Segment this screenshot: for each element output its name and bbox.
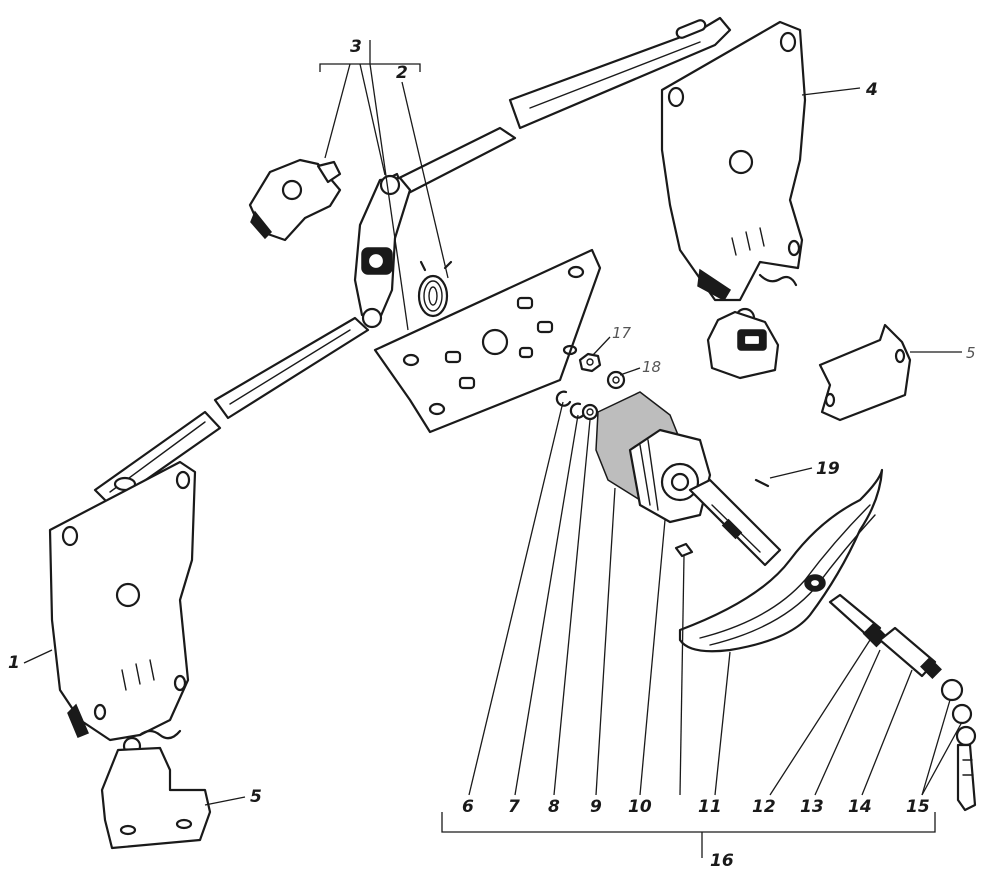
callout-4: 4 — [865, 80, 878, 100]
snap-ring-part-7 — [569, 402, 586, 419]
callout-10: 10 — [628, 797, 652, 817]
hinge-assembly-part-1 — [48, 460, 197, 756]
callout-2: 2 — [396, 63, 408, 83]
keys-part-15 — [940, 678, 977, 812]
callout-7: 7 — [508, 797, 520, 817]
callout-1: 1 — [8, 653, 20, 673]
lock-washer-part-18 — [606, 370, 626, 390]
t-handle-part-11 — [678, 468, 884, 653]
snap-ring-part-6 — [555, 390, 572, 407]
bracket-part-5-right — [818, 323, 912, 422]
bracket-part-5-left — [100, 746, 212, 850]
callout-19: 19 — [816, 459, 840, 479]
callout-6: 6 — [462, 797, 474, 817]
pin-part-19 — [754, 478, 770, 488]
pivot-lever-part-3 — [353, 174, 412, 329]
mounting-plate — [373, 248, 602, 434]
callout-12: 12 — [752, 797, 776, 817]
lower-link-rod — [93, 316, 370, 507]
callout-8: 8 — [548, 797, 560, 817]
callout-14: 14 — [848, 797, 872, 817]
lock-cylinder-assembly — [828, 593, 942, 679]
callout-18: 18 — [642, 358, 661, 376]
callout-17: 17 — [612, 324, 632, 342]
callout-15: 15 — [906, 797, 930, 817]
callout-3: 3 — [350, 37, 362, 57]
key-part-10 — [674, 542, 694, 558]
hinge-assembly-part-4 — [660, 20, 807, 380]
callout-13: 13 — [800, 797, 824, 817]
washer-part-8 — [581, 403, 599, 421]
spring-part-2 — [417, 260, 453, 318]
callout-11: 11 — [698, 797, 722, 817]
callout-5-left: 5 — [250, 787, 262, 807]
handle-shaft — [688, 478, 782, 567]
nut-part-17 — [578, 352, 602, 373]
leader-lines — [23, 40, 963, 858]
cam-plate-part-3 — [248, 158, 342, 242]
upper-link-rod — [383, 16, 732, 202]
callout-5-right: 5 — [966, 344, 976, 362]
callout-16: 16 — [710, 851, 734, 871]
lock-body — [628, 428, 712, 524]
callout-labels: 3 2 4 5 1 5 17 18 19 6 7 8 9 10 11 12 13… — [8, 37, 976, 871]
callout-9: 9 — [590, 797, 602, 817]
